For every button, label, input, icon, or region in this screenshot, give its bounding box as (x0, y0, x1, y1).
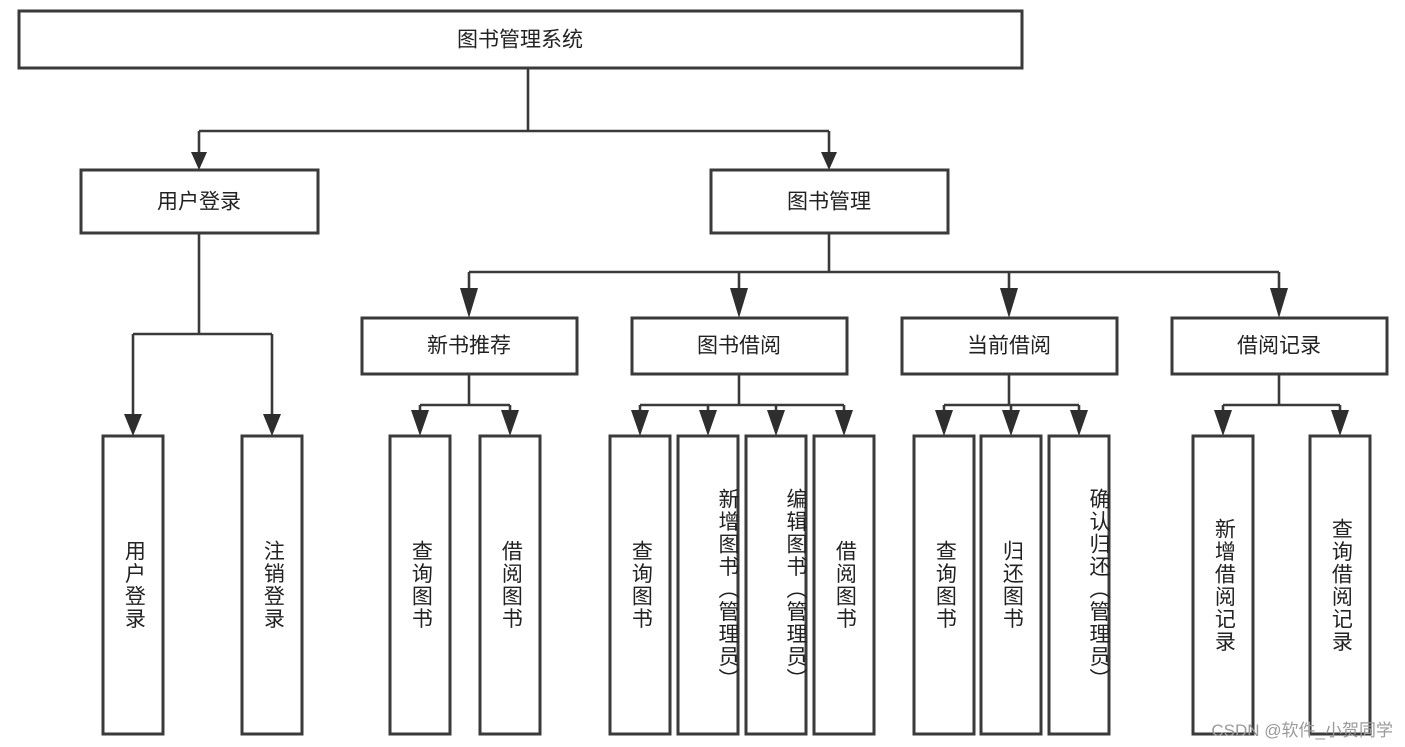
leaf-box-nb-query-book[interactable] (388, 434, 452, 736)
node-borrow-record-box[interactable] (1170, 316, 1389, 376)
arrow-head-bb-leaf1 (631, 410, 649, 436)
arrow-head-bb-leaf2 (699, 410, 717, 436)
arrow-head-book-mgmt (821, 152, 837, 170)
arrow-head-br-leaf2 (1331, 410, 1349, 436)
node-book-borrow-box[interactable] (630, 316, 849, 376)
node-root-box[interactable] (17, 9, 1024, 70)
leaf-box-logout[interactable] (240, 434, 304, 736)
node-current-borrow-box[interactable] (900, 316, 1119, 376)
node-borrow-record-label: 借阅记录 (1237, 335, 1321, 358)
arrow-head-nb-leaf2 (501, 410, 519, 436)
leaf-box-br-query-record[interactable] (1308, 434, 1372, 736)
arrow-head-book-borrow (730, 288, 748, 318)
leaf-box-bb-edit-book[interactable] (744, 434, 808, 736)
leaf-box-bb-borrow-book[interactable] (812, 434, 876, 736)
arrow-head-borrow-record (1270, 288, 1288, 318)
node-book-mgmt-label: 图书管理 (787, 191, 871, 214)
node-new-book-box[interactable] (360, 316, 579, 376)
leaf-box-cb-query-book[interactable] (912, 434, 976, 736)
leaf-box-user-login[interactable] (101, 434, 165, 736)
arrow-head-cb-leaf1 (935, 410, 953, 436)
node-root-label: 图书管理系统 (457, 29, 583, 52)
node-current-borrow-label: 当前借阅 (967, 335, 1051, 358)
arrow-head-cb-leaf3 (1070, 410, 1088, 436)
node-new-book-label: 新书推荐 (427, 335, 511, 358)
arrow-head-current-borrow (1000, 288, 1018, 318)
leaf-box-bb-query-book[interactable] (608, 434, 672, 736)
arrow-head-br-leaf1 (1214, 410, 1232, 436)
arrow-head-bb-leaf4 (835, 410, 853, 436)
arrow-head-cb-leaf2 (1002, 410, 1020, 436)
arrow-head-leaf-logout (263, 414, 281, 436)
arrow-head-leaf-user-login (124, 414, 142, 436)
leaf-box-cb-return-book[interactable] (979, 434, 1043, 736)
node-book-mgmt-box[interactable] (709, 168, 950, 235)
node-user-login-label: 用户登录 (157, 191, 241, 214)
node-book-borrow-label: 图书借阅 (697, 335, 781, 358)
leaf-box-cb-confirm-return[interactable] (1047, 434, 1111, 736)
arrow-head-nb-leaf1 (411, 410, 429, 436)
leaf-box-bb-add-book[interactable] (676, 434, 740, 736)
arrow-head-bb-leaf3 (767, 410, 785, 436)
arrow-head-user-login (191, 152, 207, 170)
leaf-box-br-add-record[interactable] (1191, 434, 1255, 736)
arrow-head-new-book (460, 288, 478, 318)
watermark-text: CSDN @软件_小贺同学 (1211, 721, 1393, 740)
leaf-box-nb-borrow-book[interactable] (478, 434, 542, 736)
